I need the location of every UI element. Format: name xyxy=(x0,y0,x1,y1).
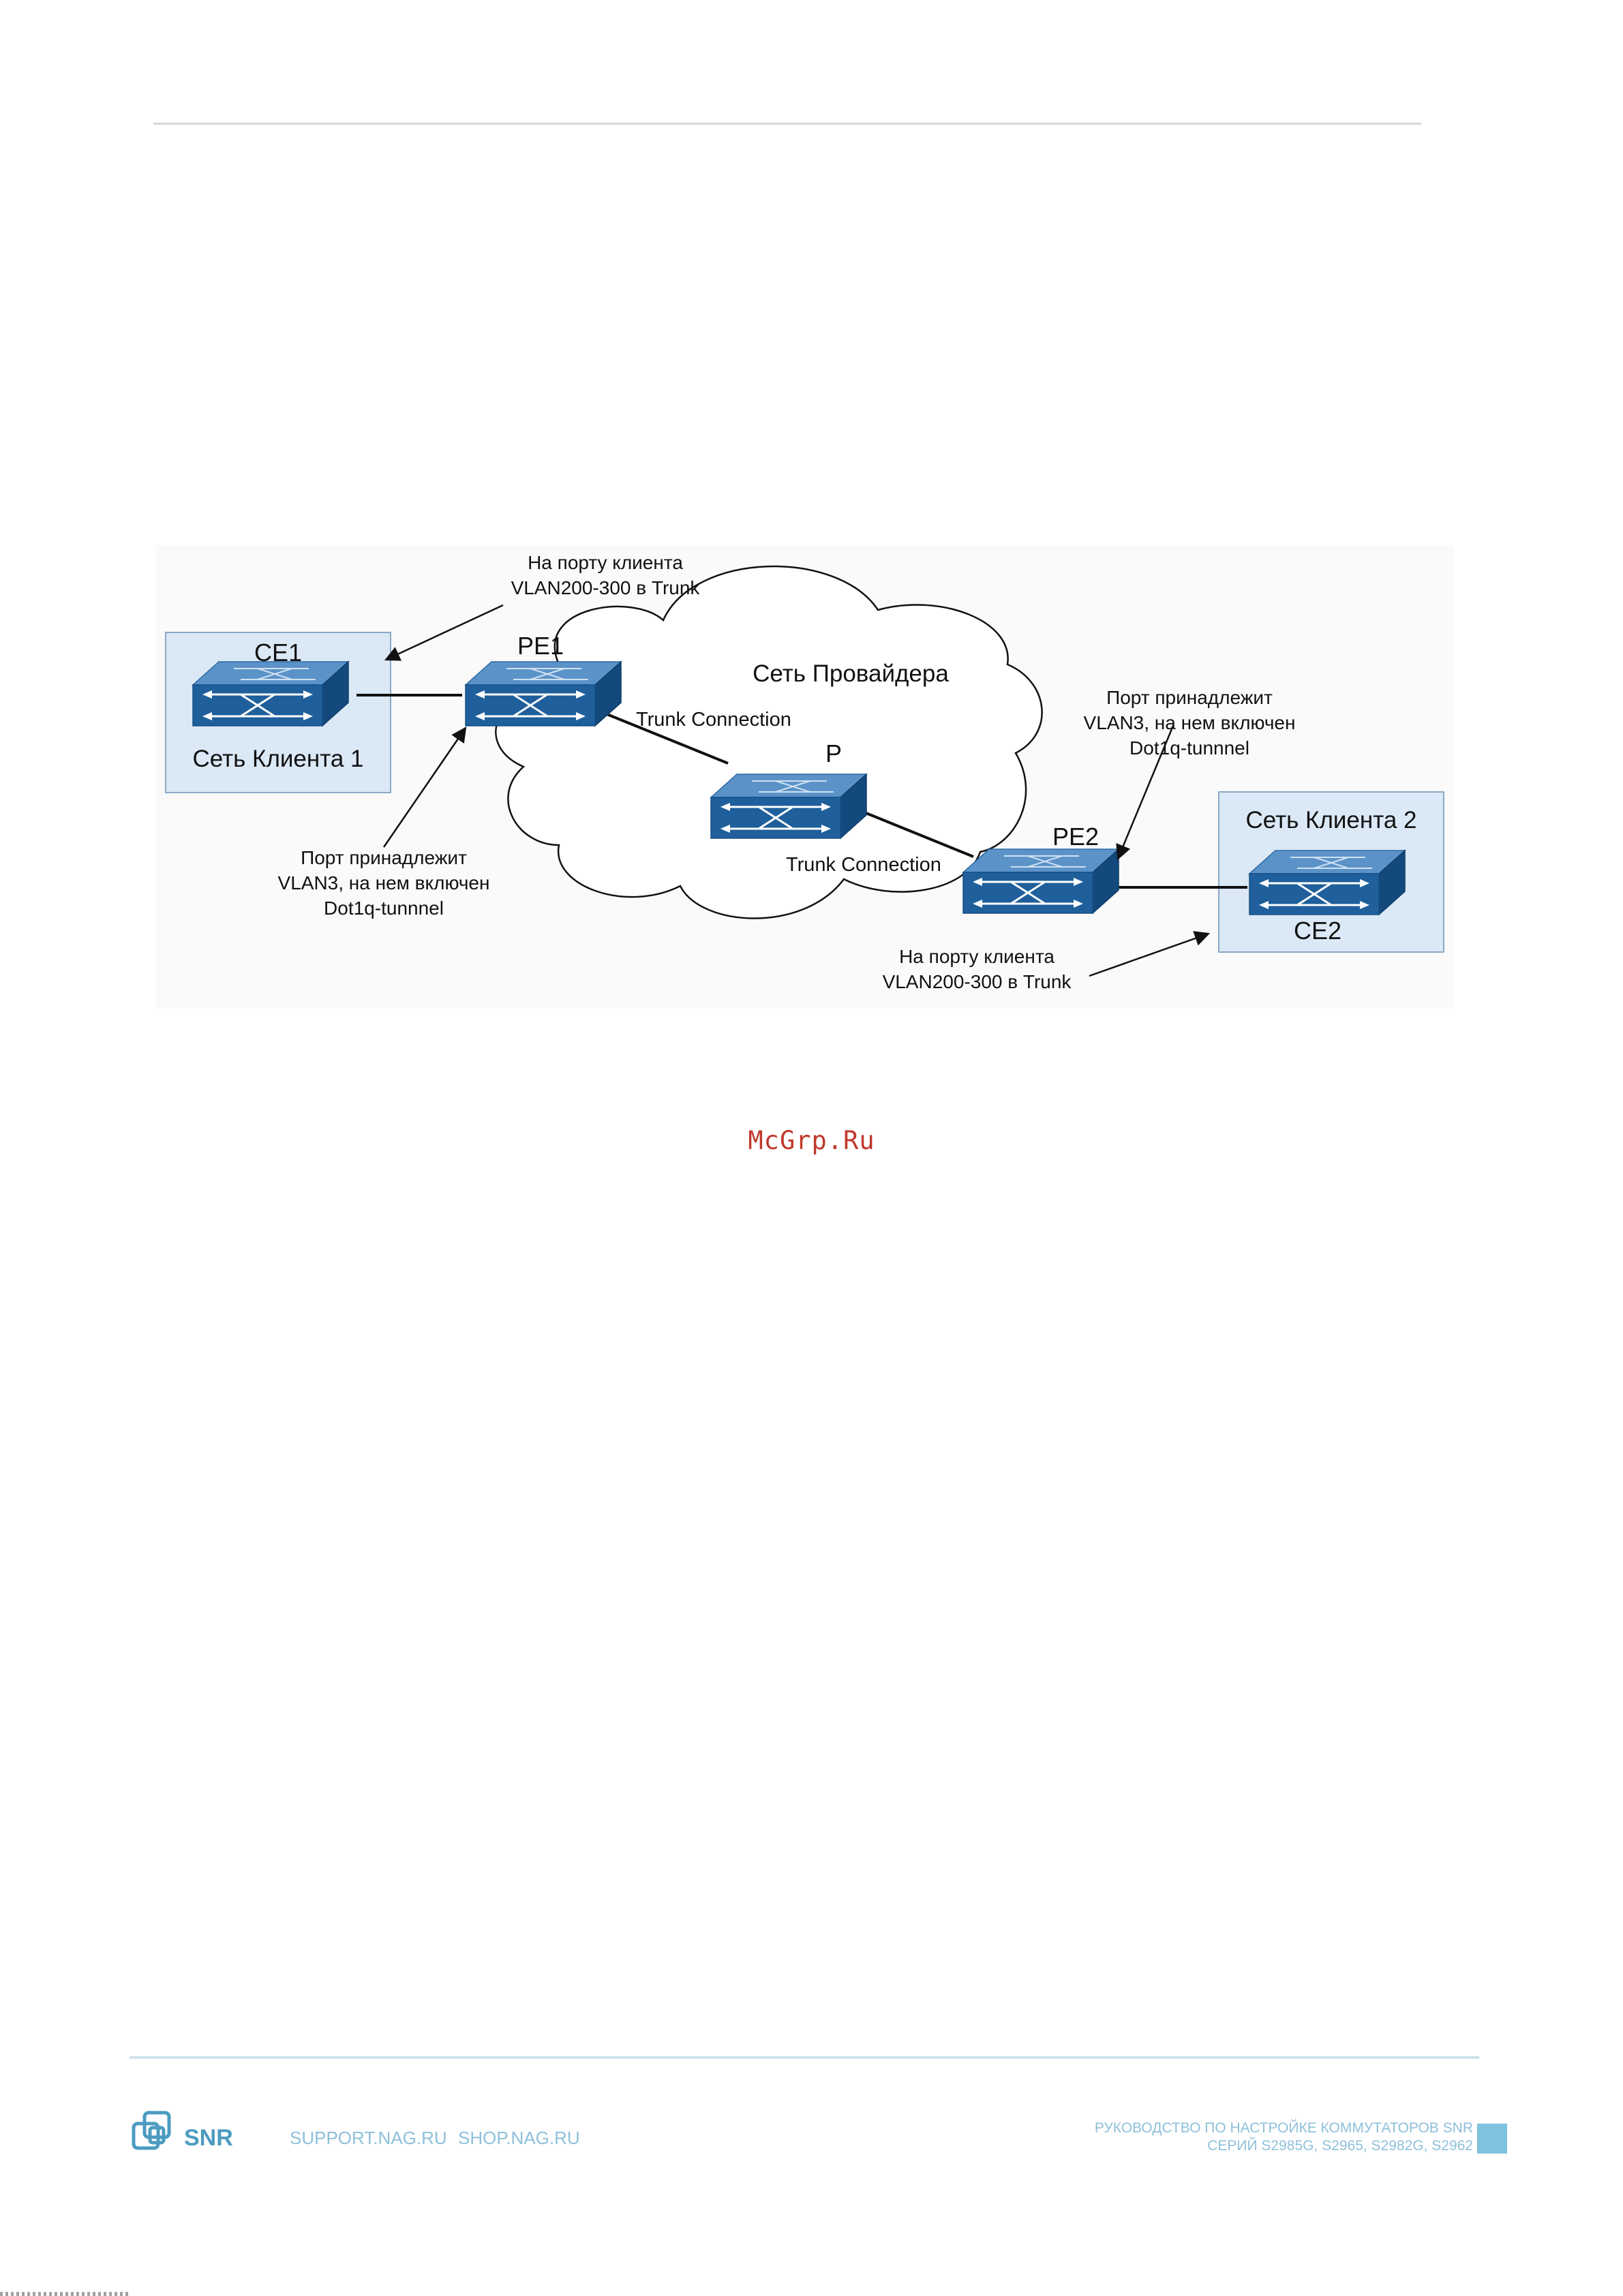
provider-network-label: Сеть Провайдера xyxy=(753,660,949,687)
annotation-line: Порт принадлежит xyxy=(301,847,467,868)
footer-divider xyxy=(130,2056,1479,2059)
switch-ce2 xyxy=(1248,849,1406,916)
annotation-line: Dot1q-tunnnel xyxy=(1129,737,1249,759)
customer-network-2-label: Сеть Клиента 2 xyxy=(1245,807,1416,833)
arrow-ce2-port xyxy=(1089,931,1211,977)
arrow-pe2-port xyxy=(1116,725,1174,861)
switch-p xyxy=(710,773,868,840)
annotation-line: VLAN200-300 в Trunk xyxy=(511,577,701,598)
trunk-label-2: Trunk Connection xyxy=(786,854,941,876)
switch-ce1 xyxy=(192,660,350,727)
manual-title: РУКОВОДСТВО ПО НАСТРОЙКЕ КОММУТАТОРОВ SN… xyxy=(1095,2119,1473,2155)
arrow-ce1-port xyxy=(384,604,504,661)
annotation-line: На порту клиента xyxy=(899,946,1055,967)
arrow-pe1-port xyxy=(382,726,467,848)
annotation-line: VLAN200-300 в Trunk xyxy=(883,971,1072,992)
switch-pe1 xyxy=(464,660,622,727)
ce1-label: CE1 xyxy=(254,639,302,667)
pe2-label: PE2 xyxy=(1052,823,1099,851)
manual-title-line-2: СЕРИЙ S2985G, S2965, S2982G, S2962 xyxy=(1207,2138,1473,2154)
network-diagram: CE1 Сеть Клиента 1 PE1 Сеть Провайдера T… xyxy=(155,545,1454,1009)
snr-logo-icon xyxy=(130,2103,184,2161)
p-label: P xyxy=(825,739,842,767)
scan-artifact xyxy=(0,2292,130,2296)
watermark-text: McGrp.Ru xyxy=(748,1126,875,1155)
footer-accent-square xyxy=(1477,2124,1507,2154)
switch-pe2 xyxy=(962,848,1120,915)
annotation-line: VLAN3, на нем включен xyxy=(278,872,490,893)
annotation-line: Dot1q-tunnnel xyxy=(324,898,444,919)
link-p-pe2 xyxy=(860,810,974,858)
snr-logo-text: SNR xyxy=(184,2125,233,2151)
page-footer: SNR SUPPORT.NAG.RU SHOP.NAG.RU РУКОВОДСТ… xyxy=(0,2099,1623,2188)
ce2-label: CE2 xyxy=(1294,917,1341,945)
header-divider xyxy=(153,123,1421,125)
annotation-pe2-port: Порт принадлежит VLAN3, на нем включен D… xyxy=(1084,687,1296,759)
annotation-line: Порт принадлежит xyxy=(1106,687,1273,708)
annotation-line: На порту клиента xyxy=(528,552,683,573)
trunk-label-1: Trunk Connection xyxy=(636,709,791,731)
manual-title-line-1: РУКОВОДСТВО ПО НАСТРОЙКЕ КОММУТАТОРОВ SN… xyxy=(1094,2120,1473,2136)
shop-link[interactable]: SHOP.NAG.RU xyxy=(458,2128,580,2148)
annotation-ce2-port: На порту клиента VLAN200-300 в Trunk xyxy=(883,946,1072,992)
customer-network-1-label: Сеть Клиента 1 xyxy=(192,746,363,772)
annotation-pe1-port: Порт принадлежит VLAN3, на нем включен D… xyxy=(278,847,490,919)
annotation-line: VLAN3, на нем включен xyxy=(1084,712,1296,733)
support-link[interactable]: SUPPORT.NAG.RU xyxy=(290,2128,447,2148)
link-pe1-p xyxy=(601,711,729,765)
provider-cloud xyxy=(495,565,1043,919)
pe1-label: PE1 xyxy=(517,632,564,660)
annotation-ce1-port: На порту клиента VLAN200-300 в Trunk xyxy=(511,552,701,598)
